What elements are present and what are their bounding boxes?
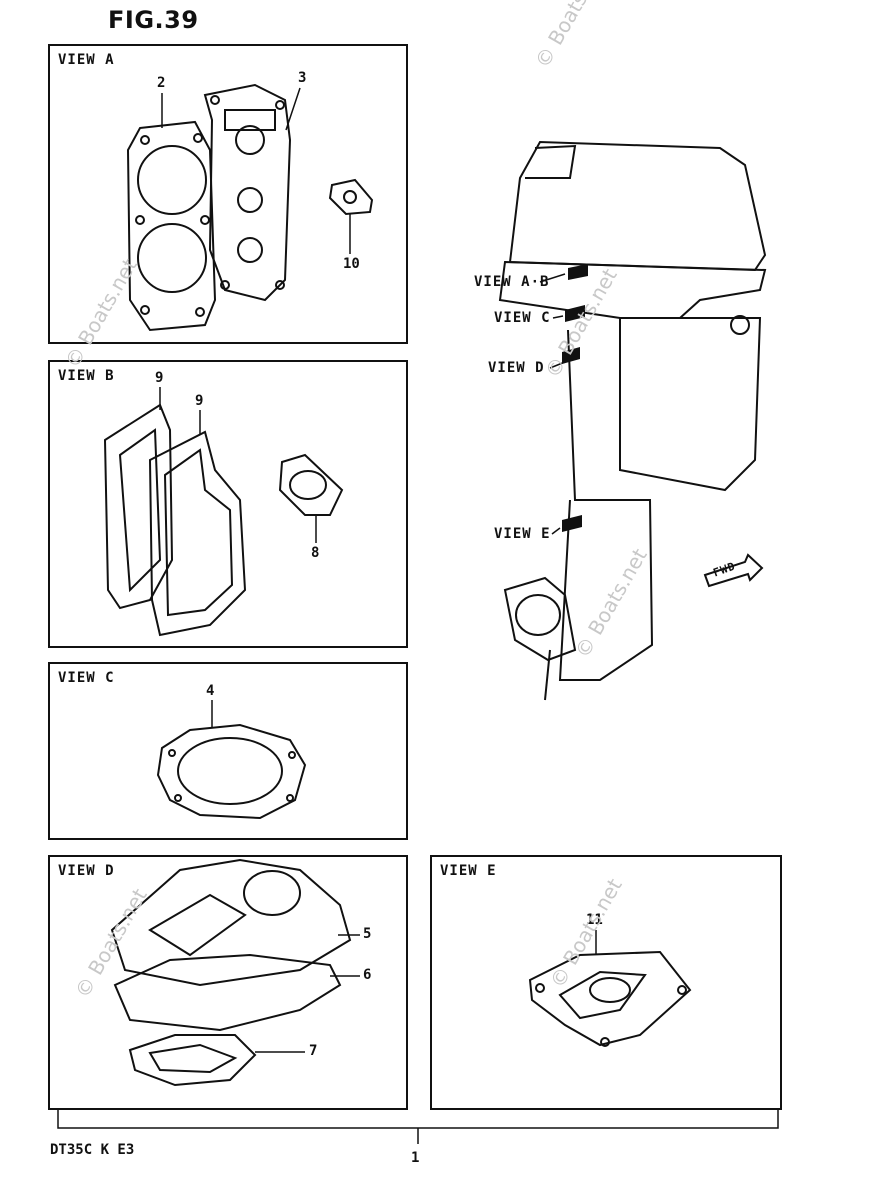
view-b-label: VIEW B — [58, 368, 115, 384]
view-arrows — [562, 264, 588, 532]
mounting-gasket-lower — [128, 1034, 257, 1087]
view-leaders — [539, 273, 566, 535]
cylinder-head-gasket — [126, 120, 217, 332]
callout-4: 4 — [206, 683, 215, 699]
engine-view-c-label: VIEW C — [494, 310, 551, 326]
view-a-label: VIEW A — [58, 52, 115, 68]
panel-view-a: VIEW A — [48, 44, 408, 344]
engine-view-d-label: VIEW D — [488, 360, 545, 376]
panel-view-e: VIEW E — [430, 855, 782, 1110]
cylinder-head-cover-gasket — [203, 83, 292, 302]
panel-view-c: VIEW C — [48, 662, 408, 840]
engine-view-ab-label: VIEW A·B — [474, 274, 550, 290]
view-b-leaders — [159, 387, 317, 543]
crankcase-cover-gasket-1 — [103, 403, 174, 610]
thermostat-gasket — [328, 178, 374, 216]
engine-holder-gasket — [156, 723, 307, 820]
exhaust-gasket — [278, 453, 344, 516]
view-d-label: VIEW D — [58, 863, 115, 879]
callout-8: 8 — [311, 545, 320, 561]
mounting-gasket-middle — [113, 953, 342, 1032]
callout-3: 3 — [298, 70, 307, 86]
figure-title: FIG.39 — [108, 6, 199, 34]
callout-9b: 9 — [195, 393, 204, 409]
panel-view-d: VIEW D — [48, 855, 408, 1110]
crankcase-cover-gasket-2 — [148, 430, 247, 637]
callout-5: 5 — [363, 926, 372, 942]
view-c-label: VIEW C — [58, 670, 115, 686]
panel-view-b: VIEW B — [48, 360, 408, 648]
callout-7: 7 — [309, 1043, 318, 1059]
model-code: DT35C K E3 — [50, 1142, 135, 1158]
callout-6: 6 — [363, 967, 372, 983]
view-a-leaders — [161, 87, 351, 254]
callout-11: 11 — [586, 912, 603, 928]
water-pump-gasket — [528, 950, 692, 1047]
view-d-leaders — [255, 934, 360, 1053]
group-bracket — [57, 1110, 779, 1144]
outboard-engine-illustration — [498, 140, 767, 701]
mounting-gasket-upper — [110, 858, 352, 987]
engine-view-e-label: VIEW E — [494, 526, 551, 542]
callout-10: 10 — [343, 256, 360, 272]
callout-9a: 9 — [155, 370, 164, 386]
group-number: 1 — [411, 1150, 420, 1166]
fwd-arrow — [703, 553, 764, 588]
callout-2: 2 — [157, 75, 166, 91]
view-e-label: VIEW E — [440, 863, 497, 879]
